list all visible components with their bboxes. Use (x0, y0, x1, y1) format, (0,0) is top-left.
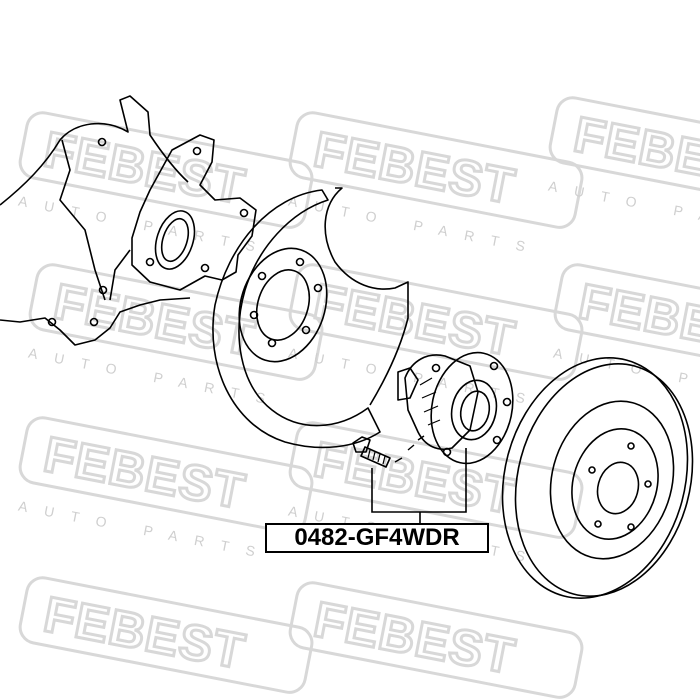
watermark-layer: FEBEST AUTO PARTS FEBEST AUTO PARTS FEBE… (17, 96, 700, 699)
brake-mounting-bracket (131, 134, 257, 291)
knuckle-outline (0, 95, 191, 346)
part-number-label: 0482-GF4WDR (265, 523, 489, 553)
watermark-tagline-text: AUTO PARTS (547, 178, 700, 243)
part-leader-lines (371, 435, 467, 523)
watermark-logo: FEBEST AUTO PARTS (552, 263, 700, 410)
brake-dust-shield (212, 187, 409, 449)
watermark-logo: FEBEST AUTO PARTS (27, 263, 324, 410)
hub-bearing-assembly (397, 351, 514, 465)
wheel-stud (352, 436, 391, 468)
brake-disc-rotor (501, 357, 694, 599)
watermark-logo: FEBEST (18, 576, 314, 694)
watermark-logo: FEBEST AUTO PARTS (547, 96, 700, 243)
watermark-logo: FEBEST (288, 581, 584, 699)
